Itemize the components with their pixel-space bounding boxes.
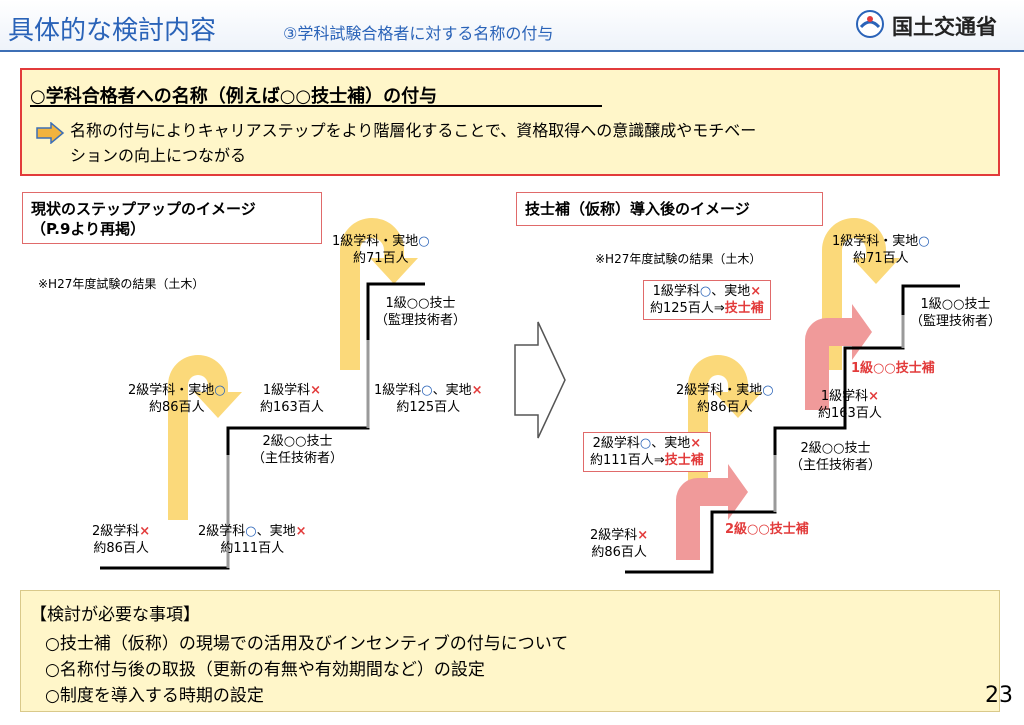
fail-mark: × [690, 436, 702, 451]
left-step-1kyu-gakka-pass: 1級学科○、実地× 約125百人 [374, 383, 483, 415]
pink-arrow-2kyu-assistant-shape [676, 464, 748, 560]
right-step-1kyu-gakka-fail: 1級学科× 約163百人 [818, 389, 882, 421]
pass-mark: ○ [699, 284, 712, 299]
yellow-arrow-2kyu-shape [168, 355, 242, 520]
checklist-item: ○技士補（仮称）の現場での活用及びインセンティブの付与について [45, 634, 569, 654]
checklist-panel [20, 590, 1000, 712]
transition-arrow-icon [514, 321, 566, 439]
summary-body-line: 名称の付与によりキャリアステップをより階層化することで、資格取得への意識醸成やモ… [70, 121, 757, 140]
summary-panel [20, 68, 1000, 176]
pink-arrow-1kyu-assistant-shape [805, 304, 872, 410]
left-panel-label: 現状のステップアップのイメージ （P.9より再掲） [22, 192, 322, 244]
right-arrow-icon [36, 122, 65, 144]
yellow-arrow-1kyu-shape [340, 218, 418, 370]
mlit-logo-icon [856, 10, 884, 38]
pass-mark: ○ [639, 436, 652, 451]
right-callout-2kyu: 2級学科○、実地× 約111百人⇒技士補 [583, 432, 711, 472]
right-grade-1kyu-engineer: 1級○○技士 （監理技術者） [910, 297, 1002, 329]
fail-mark: × [295, 524, 307, 539]
fail-mark: × [750, 284, 762, 299]
page-number: 23 [985, 683, 1013, 708]
left-step-2kyu-gakka-pass: 2級学科○、実地× 約111百人 [198, 524, 307, 556]
right-panel-label: 技士補（仮称）導入後のイメージ [516, 192, 823, 226]
left-step-2kyu-all-pass: 2級学科・実地○ 約86百人 [128, 383, 226, 415]
summary-body: 名称の付与によりキャリアステップをより階層化することで、資格取得への意識醸成やモ… [70, 118, 990, 168]
checklist-item: ○名称付与後の取扱（更新の有無や有効期間など）の設定 [45, 660, 485, 680]
pass-mark: ○ [214, 383, 226, 398]
right-step-1kyu-all-pass: 1級学科・実地○ 約71百人 [832, 234, 930, 266]
left-staircase-line [100, 282, 425, 570]
summary-heading: ○学科合格者への名称（例えば○○技士補）の付与 [30, 86, 438, 107]
left-note: ※H27年度試験の結果（土木） [38, 277, 205, 291]
pass-mark: ○ [245, 524, 257, 539]
pass-mark: ○ [418, 234, 430, 249]
header-bar [0, 0, 1024, 50]
ministry-name: 国土交通省 [892, 15, 997, 39]
pass-mark: ○ [421, 383, 433, 398]
right-step-2kyu-all-pass: 2級学科・実地○ 約86百人 [676, 383, 774, 415]
left-step-1kyu-gakka-fail: 1級学科× 約163百人 [260, 383, 324, 415]
fail-mark: × [868, 389, 879, 404]
left-panel-label-line: （P.9より再掲） [31, 220, 146, 238]
left-step-2kyu-gakka-fail: 2級学科× 約86百人 [92, 524, 151, 556]
right-grade-2kyu-engineer: 2級○○技士 （主任技術者） [790, 441, 882, 473]
fail-mark: × [139, 524, 151, 539]
left-step-1kyu-all-pass: 1級学科・実地○ 約71百人 [332, 234, 430, 266]
left-grade-1kyu-engineer: 1級○○技士 （監理技術者） [375, 296, 467, 328]
right-assistant-2kyu: 2級○○技士補 [725, 522, 809, 537]
page-title: 具体的な検討内容 [8, 16, 217, 46]
fail-mark: × [637, 528, 649, 543]
fail-mark: × [471, 383, 483, 398]
pass-mark: ○ [762, 383, 774, 398]
pass-mark: ○ [918, 234, 930, 249]
right-note: ※H27年度試験の結果（土木） [595, 252, 762, 266]
summary-heading-underline [30, 105, 602, 107]
checklist-item: ○制度を導入する時期の設定 [45, 686, 264, 706]
right-callout-1kyu: 1級学科○、実地× 約125百人⇒技士補 [643, 280, 771, 320]
left-grade-2kyu-engineer: 2級○○技士 （主任技術者） [252, 434, 344, 466]
header-divider [0, 50, 1024, 52]
right-step-2kyu-gakka-fail: 2級学科× 約86百人 [590, 528, 649, 560]
summary-body-line: ションの向上につながる [70, 146, 247, 165]
fail-mark: × [310, 383, 321, 398]
checklist-title: 【検討が必要な事項】 [30, 605, 200, 625]
page-subtitle: ③学科試験合格者に対する名称の付与 [283, 24, 554, 43]
right-assistant-1kyu: 1級○○技士補 [851, 361, 935, 376]
left-panel-label-line: 現状のステップアップのイメージ [31, 200, 256, 218]
